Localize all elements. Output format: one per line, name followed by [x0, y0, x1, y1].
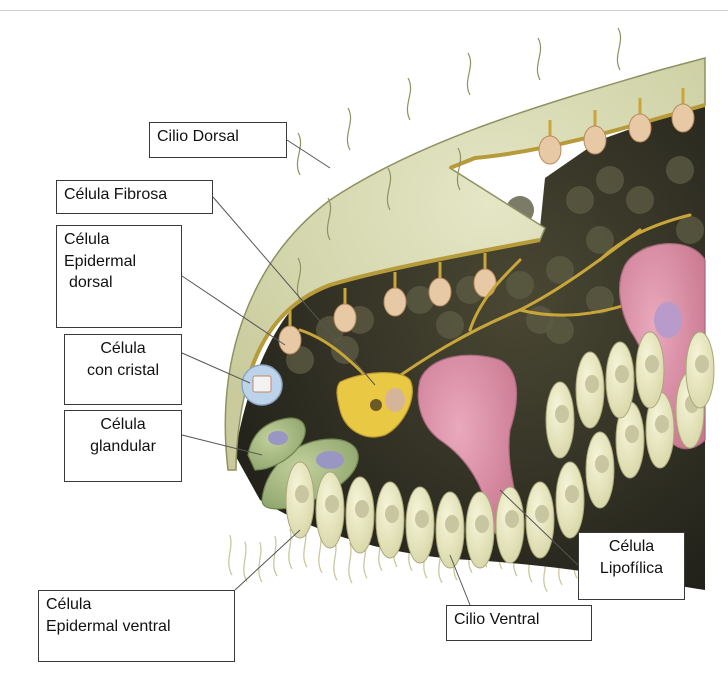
label-celula-fibrosa: Célula Fibrosa [56, 180, 213, 214]
label-celula-epidermal-dorsal: Célula Epidermal dorsal [56, 225, 182, 328]
label-line-2: glandular [72, 436, 174, 458]
label-line-3: dorsal [64, 272, 174, 294]
label-line-1: Célula [64, 229, 174, 251]
label-line-1: Célula [72, 414, 174, 436]
label-line-1: Célula [46, 594, 227, 616]
label-celula-lipofilica: Célula Lipofílica [578, 532, 685, 600]
label-celula-epidermal-ventral: Célula Epidermal ventral [38, 590, 235, 662]
label-line-1: Célula [72, 338, 174, 360]
label-line-2: Epidermal ventral [46, 616, 227, 638]
label-cilio-ventral: Cilio Ventral [446, 605, 592, 641]
label-cilio-ventral-text: Cilio Ventral [454, 609, 584, 631]
label-line-2: con cristal [72, 360, 174, 382]
label-cilio-dorsal: Cilio Dorsal [149, 122, 287, 158]
label-celula-fibrosa-text: Célula Fibrosa [64, 184, 205, 206]
label-celula-con-cristal: Célula con cristal [64, 334, 182, 405]
crystal-cell [242, 365, 282, 405]
label-cilio-dorsal-text: Cilio Dorsal [157, 126, 279, 148]
label-line-1: Célula [586, 536, 677, 558]
label-celula-glandular: Célula glandular [64, 410, 182, 482]
label-line-2: Lipofílica [586, 558, 677, 580]
label-line-2: Epidermal [64, 251, 174, 273]
